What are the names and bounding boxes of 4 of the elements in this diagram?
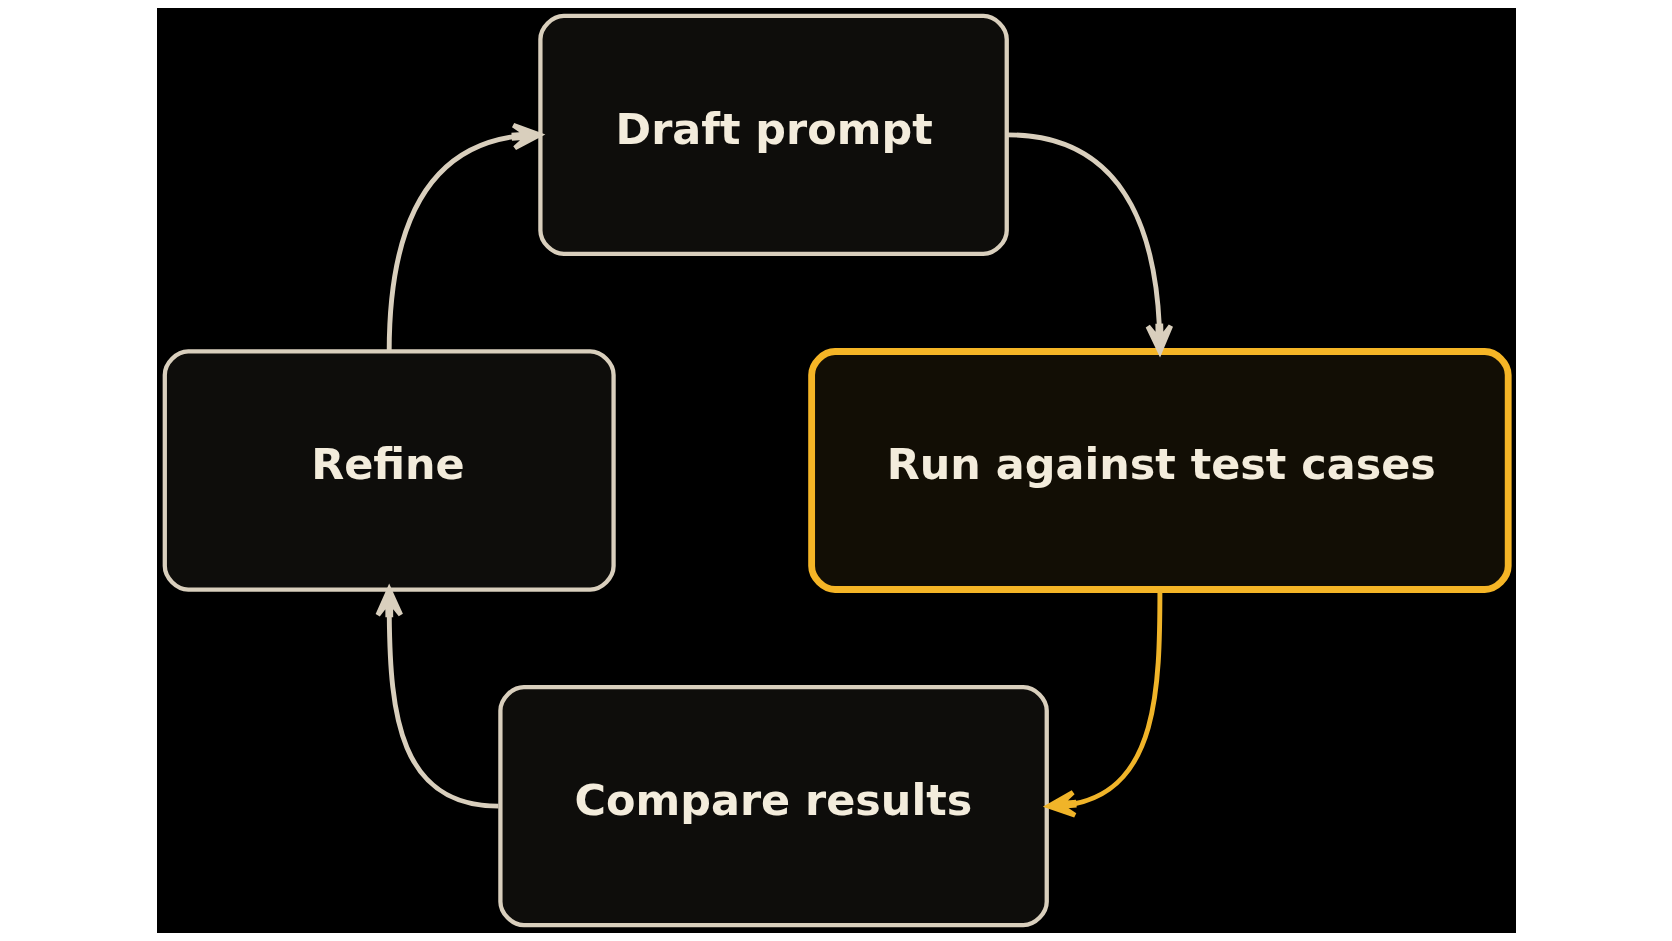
node-box: Draft prompt xyxy=(537,13,1009,257)
node-box: Compare results xyxy=(497,684,1049,928)
node-box: Refine xyxy=(162,349,616,592)
node-box: Run against test cases xyxy=(807,348,1512,593)
